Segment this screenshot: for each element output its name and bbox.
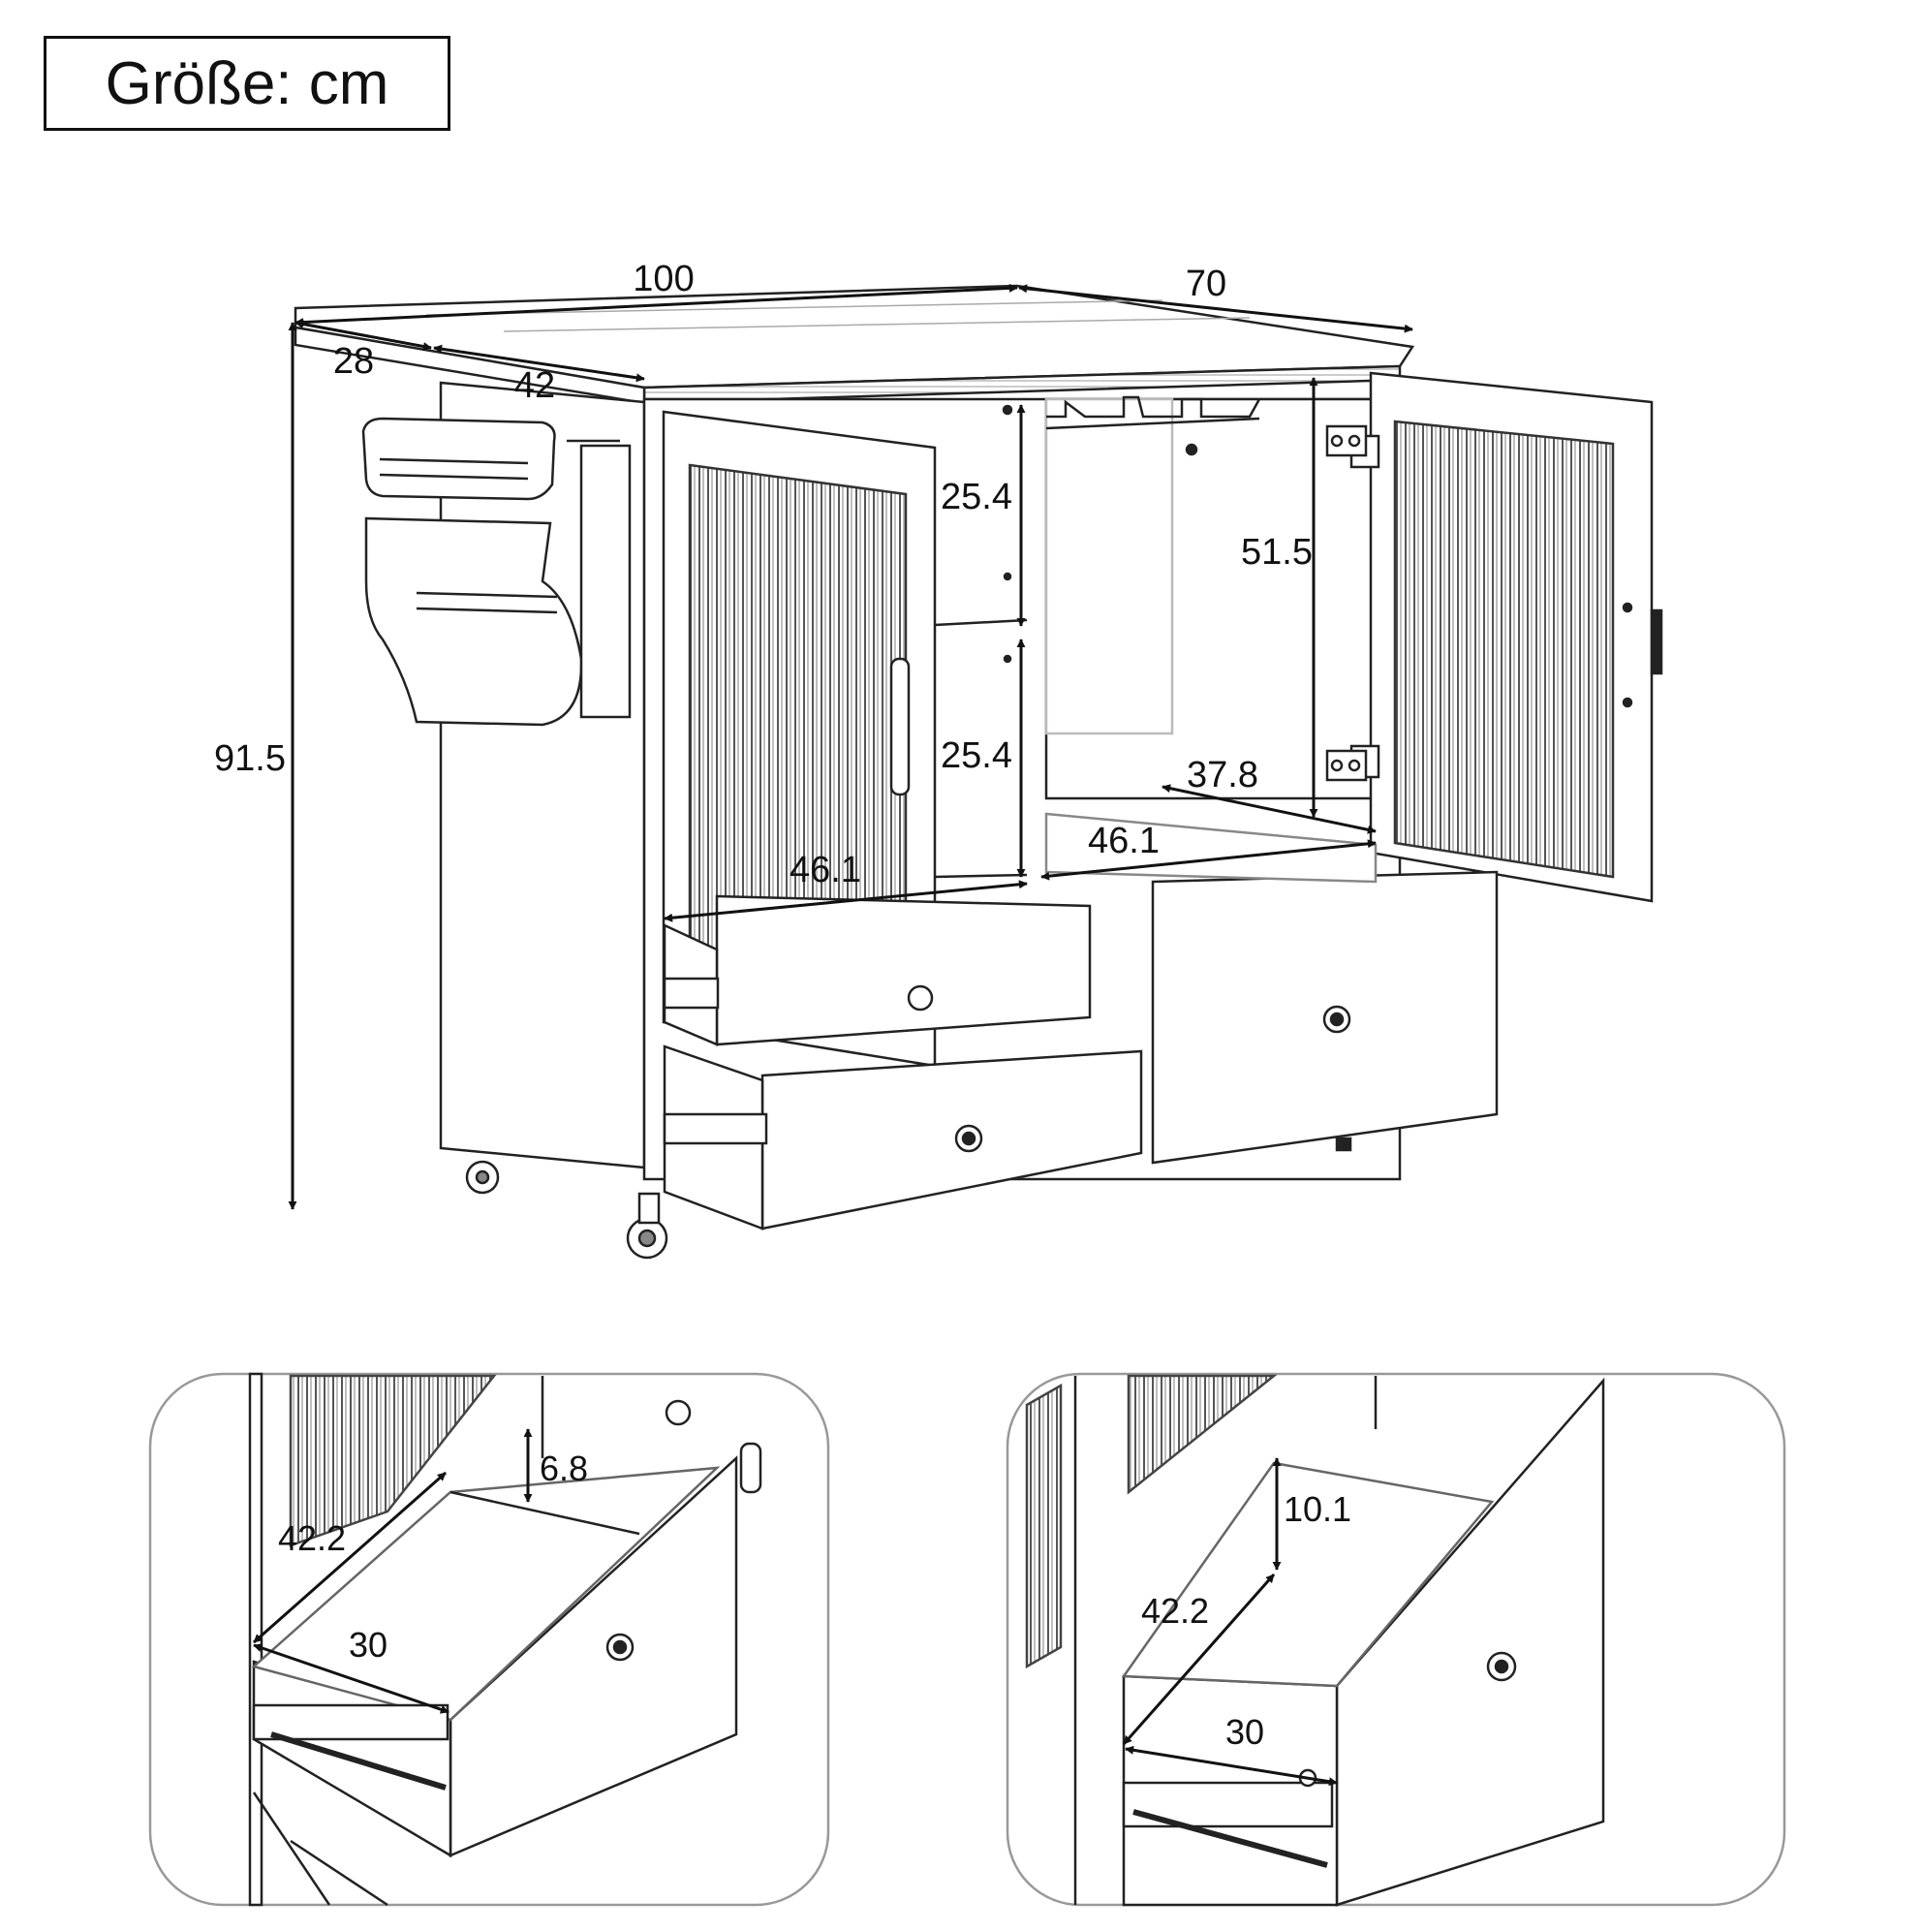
detail-left-panel: 6.8 42.2 30 [148,1372,830,1907]
dim-line-depth-70 [1018,284,1413,333]
label-height-91-5: 91.5 [214,738,286,779]
wine-glass-rack [1045,395,1261,430]
caster-front [626,1192,668,1260]
dim-line-cabinet-depth [1162,784,1377,834]
label-right-width: 46.1 [1088,821,1160,861]
hinge-bottom [1325,749,1368,782]
detail-right-panel: 10.1 42.2 30 [1006,1372,1786,1907]
label-left-width: 46.1 [790,850,861,890]
dim-line-detail-right-depth [1122,1574,1276,1745]
dim-line-left-width [664,880,1028,922]
right-glass-door [1349,371,1663,903]
drawer-bottom-left [663,1044,1143,1231]
label-cabinet-depth: 37.8 [1187,755,1258,795]
dim-line-depth-28 [294,320,432,351]
label-detail-right-width: 30 [1225,1712,1264,1752]
main-dimension-lines [288,283,1413,1210]
side-spice-rack [361,417,632,727]
label-width-100: 100 [633,259,694,299]
label-detail-right-depth: 42.2 [1141,1591,1209,1631]
dim-line-depth-42 [433,344,645,383]
dim-line-right-width [1040,839,1377,881]
label-depth-70: 70 [1186,264,1226,304]
drawer-top-left [663,894,1092,1046]
label-depth-28: 28 [333,341,374,382]
label-shelf-upper: 25.4 [941,477,1012,517]
caster-back [465,1160,500,1195]
label-depth-42: 42 [514,365,555,406]
label-detail-right-height: 10.1 [1284,1489,1351,1529]
label-detail-left-depth: 42.2 [278,1518,346,1558]
hinge-top [1325,424,1368,457]
dim-line-detail-left-width [253,1643,449,1714]
dim-line-detail-left-depth [253,1471,447,1644]
unit-label: Größe: cm [44,36,450,131]
label-shelf-lower: 25.4 [941,735,1012,776]
label-detail-left-height: 6.8 [540,1449,588,1488]
dim-line-width-100 [294,283,1018,327]
main-dimension-labels: 100 70 28 42 91.5 25.4 25.4 51.5 37.8 46… [214,259,1313,890]
label-detail-left-width: 30 [349,1625,387,1665]
label-cabinet-height: 51.5 [1241,532,1313,573]
dim-line-detail-right-width [1125,1745,1338,1787]
